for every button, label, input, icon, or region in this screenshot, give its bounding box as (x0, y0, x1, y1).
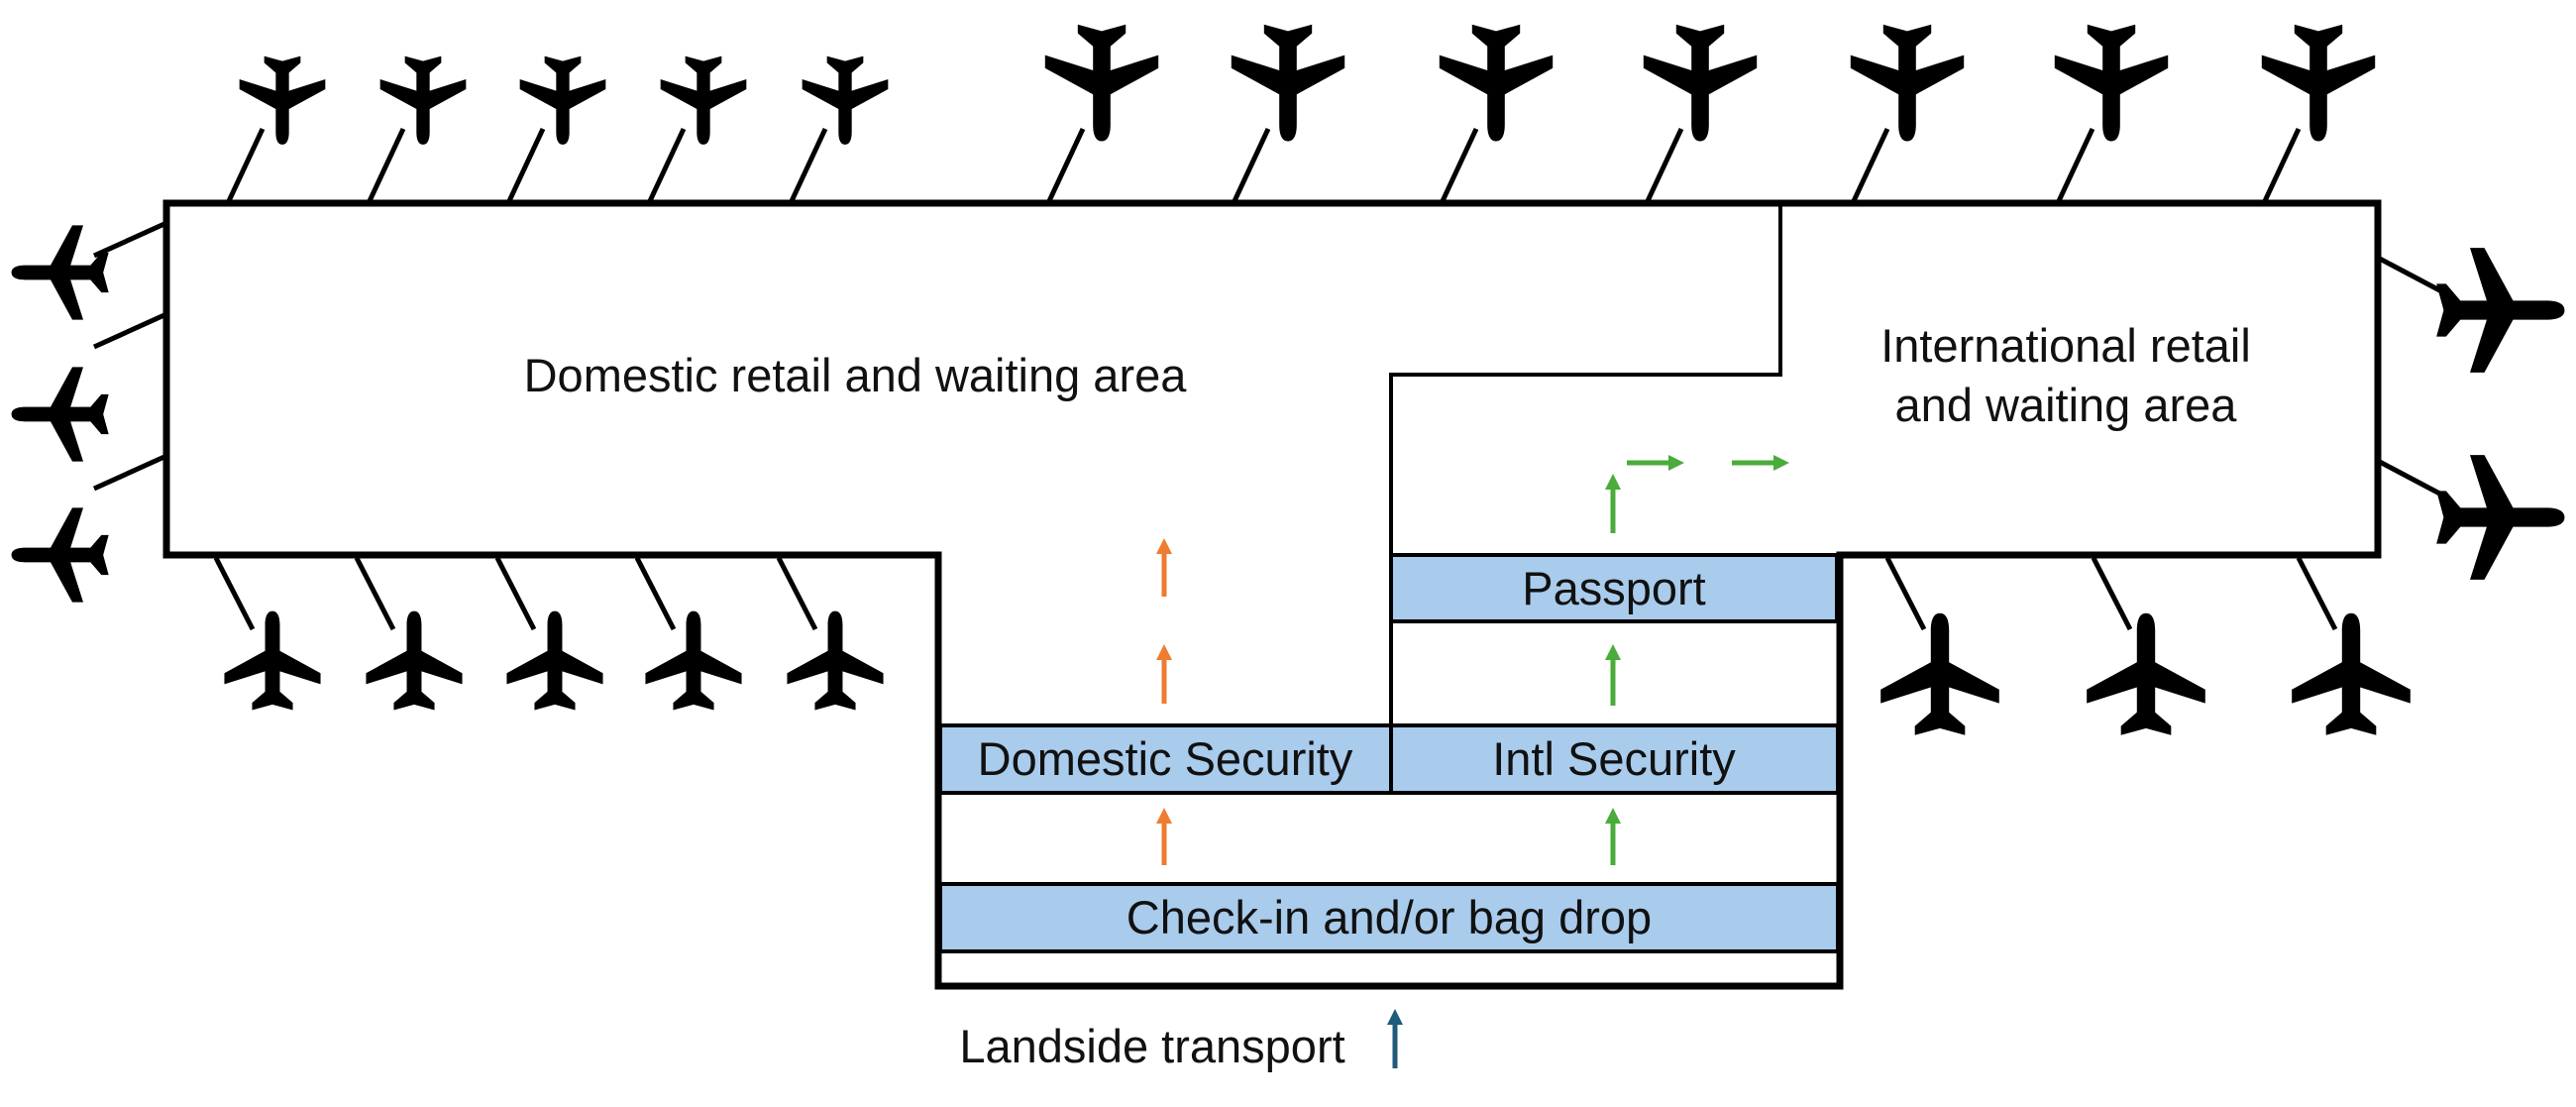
airplane-icon (1880, 612, 1999, 735)
jet-bridge (1644, 127, 1684, 205)
airplane-icon (11, 507, 109, 603)
jet-bridge (213, 556, 256, 631)
jet-bridge (1045, 127, 1086, 205)
airplane-icon (1643, 24, 1758, 142)
domestic-flow-arrow (1156, 538, 1172, 597)
jet-bridge (354, 556, 396, 631)
airplane-icon (11, 367, 109, 462)
airplane-icon (802, 55, 889, 145)
jet-bridge (634, 556, 677, 631)
airplane-icon (2087, 612, 2205, 735)
international-flow-arrow (1605, 474, 1621, 533)
jet-bridge (92, 220, 168, 259)
jet-bridge (2296, 556, 2338, 631)
airplane-icon (1439, 24, 1554, 142)
jet-bridge (788, 127, 828, 205)
passport-label: Passport (1522, 562, 1705, 614)
airplane-icon (787, 610, 884, 711)
landside-flow-arrow (1387, 1009, 1403, 1068)
airplane-icon (366, 610, 463, 711)
checkin-box (938, 882, 1840, 953)
airplane-icon (379, 55, 467, 145)
international-flow-arrow (1627, 455, 1684, 471)
airplane-icon (645, 610, 742, 711)
jet-bridge (776, 556, 818, 631)
domestic-flow-arrow (1156, 808, 1172, 865)
airplane-icon (2292, 612, 2411, 735)
jet-bridge (2376, 255, 2449, 297)
intl-security-box (1389, 723, 1840, 795)
airplane-icon (239, 55, 326, 145)
international-flow-arrow (1732, 455, 1789, 471)
jet-bridge (1439, 127, 1479, 205)
domestic-security-label: Domestic Security (978, 732, 1353, 785)
intl-security-label: Intl Security (1492, 732, 1736, 785)
airplane-icon (2436, 455, 2565, 580)
terminal-building (162, 199, 2382, 990)
jet-bridge (92, 311, 168, 350)
jet-bridge (2376, 458, 2449, 500)
domestic-flow-arrow (1156, 644, 1172, 704)
passport-box (1389, 553, 1839, 623)
jet-bridge (92, 453, 168, 492)
process-boxes: Passport Domestic Security Intl Security… (938, 553, 1840, 953)
airplane-icon (1850, 24, 1965, 142)
jet-bridge (2055, 127, 2095, 205)
jet-bridge (1884, 556, 1927, 631)
international-flow-arrow (1605, 808, 1621, 865)
jet-bridge (494, 556, 537, 631)
jet-bridges (92, 127, 2449, 631)
international-area-label-line2: and waiting area (1895, 379, 2238, 431)
jet-bridge (366, 127, 406, 205)
airplane-icon (506, 610, 603, 711)
airplane-icon (2436, 248, 2565, 373)
checkin-label: Check-in and/or bag drop (1127, 891, 1652, 943)
international-area-label-line1: International retail (1880, 319, 2251, 372)
jet-bridge (2261, 127, 2302, 205)
jet-bridge (1231, 127, 1271, 205)
jet-bridge (2091, 556, 2133, 631)
domestic-area-label: Domestic retail and waiting area (524, 349, 1188, 401)
airplane-icon (660, 55, 747, 145)
airplane-icon (2261, 24, 2376, 142)
jet-bridge (646, 127, 687, 205)
international-zone-divider (1389, 203, 1782, 793)
flow-arrows (1156, 455, 1789, 1068)
jet-bridge (505, 127, 546, 205)
airplane-icon (2054, 24, 2169, 142)
airplane-icon (1231, 24, 1345, 142)
international-flow-arrow (1605, 644, 1621, 706)
airplane-icon (224, 610, 321, 711)
airplane-icon (519, 55, 606, 145)
jet-bridge (225, 127, 266, 205)
jet-bridge (1850, 127, 1890, 205)
airplane-icon (11, 225, 109, 320)
landside-transport-label: Landside transport (959, 1020, 1344, 1072)
airplane-icon (1044, 24, 1159, 142)
